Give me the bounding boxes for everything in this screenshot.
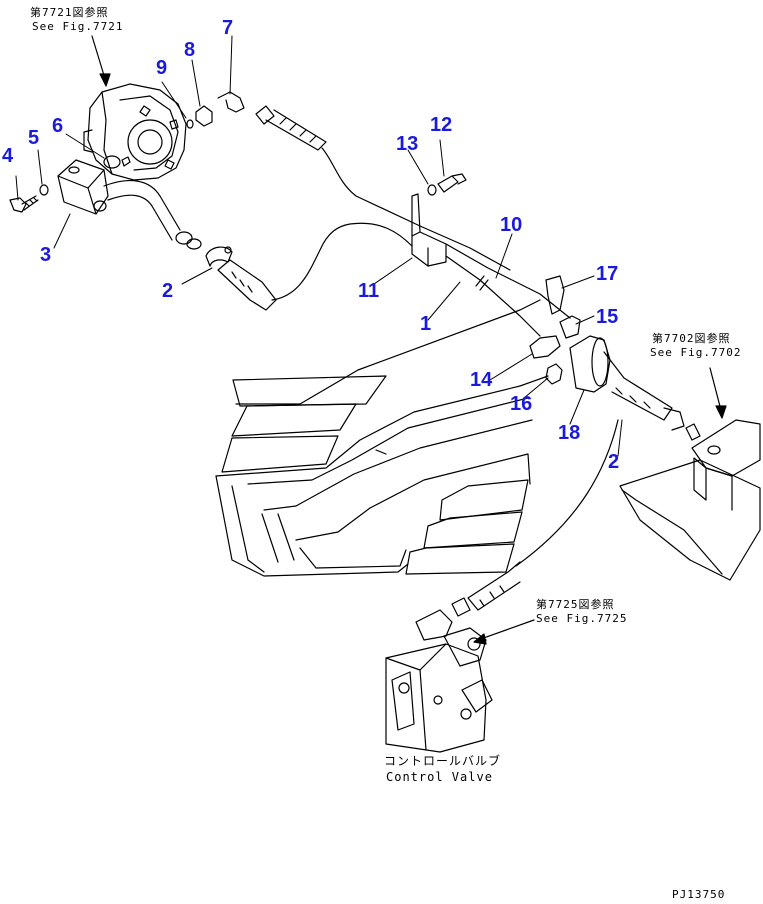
o-ring-6 bbox=[103, 155, 121, 169]
washer-5 bbox=[39, 184, 49, 196]
part-callout-12: 12 bbox=[430, 114, 453, 136]
part-callout-18: 18 bbox=[558, 422, 581, 444]
part-callout-13: 13 bbox=[396, 133, 419, 155]
machine-body-outline bbox=[215, 299, 549, 577]
arrowhead-ref-7702 bbox=[715, 405, 727, 419]
part-callout-9: 9 bbox=[156, 57, 168, 79]
part-callout-5: 5 bbox=[28, 127, 40, 149]
nut-16 bbox=[545, 363, 563, 385]
delivery-hose bbox=[255, 105, 511, 271]
part-callout-2-left: 2 bbox=[162, 280, 174, 302]
part-callout-7: 7 bbox=[222, 17, 234, 39]
ref-7725-jp: 第7725図参照 bbox=[536, 598, 615, 611]
o-ring-9 bbox=[186, 119, 194, 129]
flange-block bbox=[57, 159, 109, 215]
washer-13 bbox=[427, 184, 437, 196]
bolt-17 bbox=[545, 275, 565, 315]
ref-7721-jp: 第7721図参照 bbox=[30, 6, 109, 19]
nut-8 bbox=[195, 105, 213, 127]
part-callout-10: 10 bbox=[500, 214, 523, 236]
elbow-7 bbox=[217, 91, 245, 113]
part-callout-2-right: 2 bbox=[608, 451, 620, 473]
bolt-4 bbox=[9, 195, 39, 213]
part-callout-15: 15 bbox=[596, 306, 619, 328]
part-callout-4: 4 bbox=[2, 145, 14, 167]
pipe-end-clamp bbox=[175, 231, 202, 250]
elbow-14 bbox=[529, 335, 561, 359]
tube-1 bbox=[445, 255, 541, 337]
control-valve-label-en: Control Valve bbox=[386, 770, 493, 784]
hydraulic-pump bbox=[83, 83, 187, 181]
hose-clamp-2-left bbox=[205, 246, 233, 267]
suction-hose bbox=[217, 222, 413, 311]
ref-7702-en: See Fig.7702 bbox=[650, 346, 742, 359]
control-valve bbox=[385, 609, 493, 753]
part-callout-11: 11 bbox=[358, 280, 380, 302]
arrowhead-ref-7721 bbox=[99, 73, 111, 87]
part-callout-17: 17 bbox=[596, 263, 619, 285]
part-callout-8: 8 bbox=[184, 39, 196, 61]
part-callout-14: 14 bbox=[470, 369, 493, 391]
part-callout-3: 3 bbox=[40, 244, 52, 266]
bracket-11 bbox=[411, 193, 447, 267]
ref-7721-en: See Fig.7721 bbox=[32, 20, 124, 33]
tube-10 bbox=[445, 243, 571, 319]
control-valve-label-jp: コントロールバルブ bbox=[384, 754, 502, 768]
fitting-15 bbox=[559, 315, 581, 339]
suction-pipe bbox=[103, 179, 181, 241]
arrowhead-ref-7725 bbox=[473, 633, 487, 645]
part-callout-16: 16 bbox=[510, 393, 533, 415]
ref-7702-jp: 第7702図参照 bbox=[652, 332, 731, 345]
tube-break bbox=[475, 275, 489, 291]
check-valve-18 bbox=[569, 335, 673, 421]
hydraulic-tank bbox=[619, 419, 761, 581]
drawing-id: PJ13750 bbox=[672, 888, 726, 901]
leader-ref-7725 bbox=[477, 619, 535, 641]
return-hose bbox=[451, 407, 685, 617]
part-callout-1: 1 bbox=[420, 313, 432, 335]
ref-7725-en: See Fig.7725 bbox=[536, 612, 628, 625]
bolt-12 bbox=[437, 173, 467, 193]
part-callout-6: 6 bbox=[52, 115, 64, 137]
callout-leaders bbox=[15, 35, 623, 457]
